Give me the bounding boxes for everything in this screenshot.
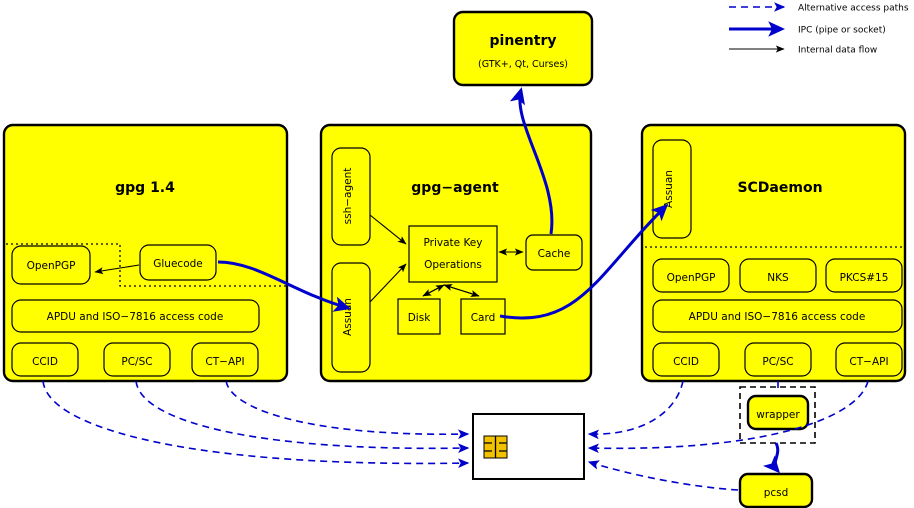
alt-path-gpg-pcsc-to-card (135, 380, 470, 453)
gpg-agent-card-label: Card (471, 312, 496, 324)
alt-path-scdaemon-ctapi-to-card (587, 380, 869, 454)
arrow-ssh-agent-to-pko (369, 214, 407, 245)
gpg-box[interactable]: gpg 1.4 OpenPGP Gluecode APDU and ISO−78… (2, 123, 289, 383)
scdaemon-box[interactable]: SCDaemon Assuan OpenPGP NKS PKCS#15 APDU… (640, 123, 907, 383)
legend-label-alt-path: Alternative access paths (798, 4, 909, 14)
gpg-gluecode-label: Gluecode (153, 258, 203, 270)
gpg-driver-ctapi[interactable]: CT−API (191, 342, 259, 377)
scdaemon-driver-pcsc-label: PC/SC (762, 356, 793, 368)
scdaemon-apdu-label: APDU and ISO−7816 access code (689, 311, 866, 323)
pcsd-box[interactable]: pcsd (738, 472, 814, 508)
legend-label-data-flow: Internal data flow (798, 46, 877, 56)
arrow-card-to-pko (443, 284, 480, 297)
scdaemon-apdu-box[interactable]: APDU and ISO−7816 access code (652, 299, 903, 333)
gpg-driver-pcsc[interactable]: PC/SC (103, 342, 171, 377)
scdaemon-driver-ctapi-label: CT−API (849, 356, 888, 368)
scdaemon-app-pkcs15-label: PKCS#15 (840, 272, 889, 284)
gpg-agent-ssh-agent-box[interactable]: ssh−agent (331, 147, 371, 246)
legend-item-data-flow: Internal data flow (729, 45, 877, 56)
legend: Alternative access paths IPC (pipe or so… (729, 2, 909, 56)
gpg-agent-title: gpg−agent (411, 180, 499, 196)
scdaemon-assuan-label: Assuan (663, 170, 675, 208)
gpg-agent-ssh-agent-label: ssh−agent (342, 168, 354, 225)
gpg-driver-pcsc-label: PC/SC (121, 356, 152, 368)
smartcard-chip-icon (483, 435, 508, 459)
gpg-agent-disk-box[interactable]: Disk (397, 298, 441, 335)
gpg-gluecode-box[interactable]: Gluecode (139, 244, 217, 281)
gpg-driver-ccid-label: CCID (32, 356, 58, 368)
alt-path-scdaemon-ccid-to-card (587, 380, 684, 440)
arrow-gluecode-to-openpgp (94, 264, 140, 275)
scdaemon-app-pkcs15[interactable]: PKCS#15 (825, 258, 903, 293)
wrapper-group[interactable]: wrapper (739, 386, 816, 444)
scdaemon-app-nks-label: NKS (767, 272, 789, 284)
gpg-openpgp-label: OpenPGP (27, 260, 76, 272)
scdaemon-driver-pcsc[interactable]: PC/SC (744, 342, 812, 377)
pinentry-title: pinentry (490, 33, 557, 49)
gpg-title: gpg 1.4 (115, 180, 175, 196)
scdaemon-title: SCDaemon (737, 180, 822, 196)
ipc-gpg-agent-to-scdaemon (499, 203, 669, 320)
gpg-agent-cache-box[interactable]: Cache (525, 234, 583, 271)
legend-item-alt-path: Alternative access paths (729, 2, 909, 14)
legend-item-ipc: IPC (pipe or socket) (729, 21, 886, 37)
arrow-assuan-to-pko (369, 263, 407, 303)
gpg-driver-ccid[interactable]: CCID (11, 342, 79, 377)
scdaemon-app-openpgp[interactable]: OpenPGP (652, 258, 730, 293)
gpg-agent-disk-label: Disk (408, 312, 431, 324)
alt-path-pcsd-to-card (587, 460, 739, 491)
gpg-driver-ctapi-label: CT−API (205, 356, 244, 368)
alt-path-gpg-ccid-to-card (42, 380, 470, 468)
legend-label-ipc: IPC (pipe or socket) (798, 26, 886, 36)
private-key-operations-box[interactable]: Private Key Operations (408, 225, 498, 283)
wrapper-label: wrapper (756, 409, 800, 421)
scdaemon-app-openpgp-label: OpenPGP (667, 272, 716, 284)
private-key-operations-label-2: Operations (424, 259, 482, 271)
scdaemon-driver-ctapi[interactable]: CT−API (835, 342, 903, 377)
gpg-agent-box[interactable]: gpg−agent ssh−agent Assuan Private Key O… (319, 123, 593, 383)
ipc-gpg-agent-to-pinentry (509, 87, 554, 235)
scdaemon-app-nks[interactable]: NKS (739, 258, 817, 293)
wrapper-dashed-region (739, 386, 816, 444)
gpg-agent-assuan-box[interactable]: Assuan (331, 262, 371, 373)
pinentry-box[interactable]: pinentry (GTK+, Qt, Curses) (452, 10, 594, 87)
scdaemon-assuan-box[interactable]: Assuan (652, 139, 692, 239)
alt-path-gpg-ctapi-to-card (225, 380, 470, 439)
scdaemon-driver-ccid-label: CCID (673, 356, 699, 368)
gpg-dotted-separator (6, 243, 286, 287)
ipc-gpg-to-gpg-agent (217, 260, 351, 312)
gpg-apdu-box[interactable]: APDU and ISO−7816 access code (11, 299, 260, 333)
gpg-agent-assuan-label: Assuan (342, 298, 354, 336)
gpg-apdu-label: APDU and ISO−7816 access code (47, 311, 224, 323)
arrow-disk-to-pko (422, 284, 445, 297)
gpg-openpgp-box[interactable]: OpenPGP (11, 245, 91, 285)
private-key-operations-label-1: Private Key (424, 237, 483, 249)
gpg-agent-card-box[interactable]: Card (460, 298, 506, 335)
ipc-wrapper-to-pcsd (763, 442, 780, 474)
pinentry-subtitle: (GTK+, Qt, Curses) (478, 59, 568, 70)
smartcard[interactable] (472, 413, 585, 480)
scdaemon-driver-ccid[interactable]: CCID (652, 342, 720, 377)
gpg-agent-cache-label: Cache (538, 248, 571, 260)
pcsd-label: pcsd (764, 487, 789, 499)
